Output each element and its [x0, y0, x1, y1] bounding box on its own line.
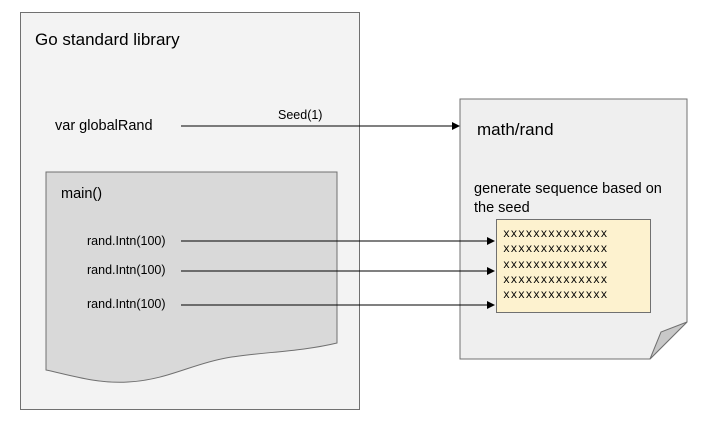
sequence-description: generate sequence based on the seed	[474, 181, 662, 216]
math-rand-title: math/rand	[477, 120, 554, 139]
rand-intn-call-2: rand.Intn(100)	[87, 263, 166, 277]
main-function-document-shape	[45, 171, 338, 383]
random-sequence-box: xxxxxxxxxxxxxx xxxxxxxxxxxxxx xxxxxxxxxx…	[496, 219, 651, 313]
sequence-row: xxxxxxxxxxxxxx	[503, 273, 609, 287]
seed-call-label: Seed(1)	[278, 108, 323, 122]
rand-intn-call-1: rand.Intn(100)	[87, 234, 166, 248]
rand-intn-call-3: rand.Intn(100)	[87, 297, 166, 311]
main-function-title: main()	[61, 186, 103, 202]
sequence-row: xxxxxxxxxxxxxx	[503, 289, 609, 303]
library-title: Go standard library	[35, 30, 180, 49]
page-fold-corner	[649, 321, 688, 360]
sequence-row: xxxxxxxxxxxxxx	[503, 258, 609, 272]
sequence-row: xxxxxxxxxxxxxx	[503, 243, 609, 257]
sequence-row: xxxxxxxxxxxxxx	[503, 228, 609, 241]
global-rand-var-label: var globalRand	[55, 118, 153, 134]
